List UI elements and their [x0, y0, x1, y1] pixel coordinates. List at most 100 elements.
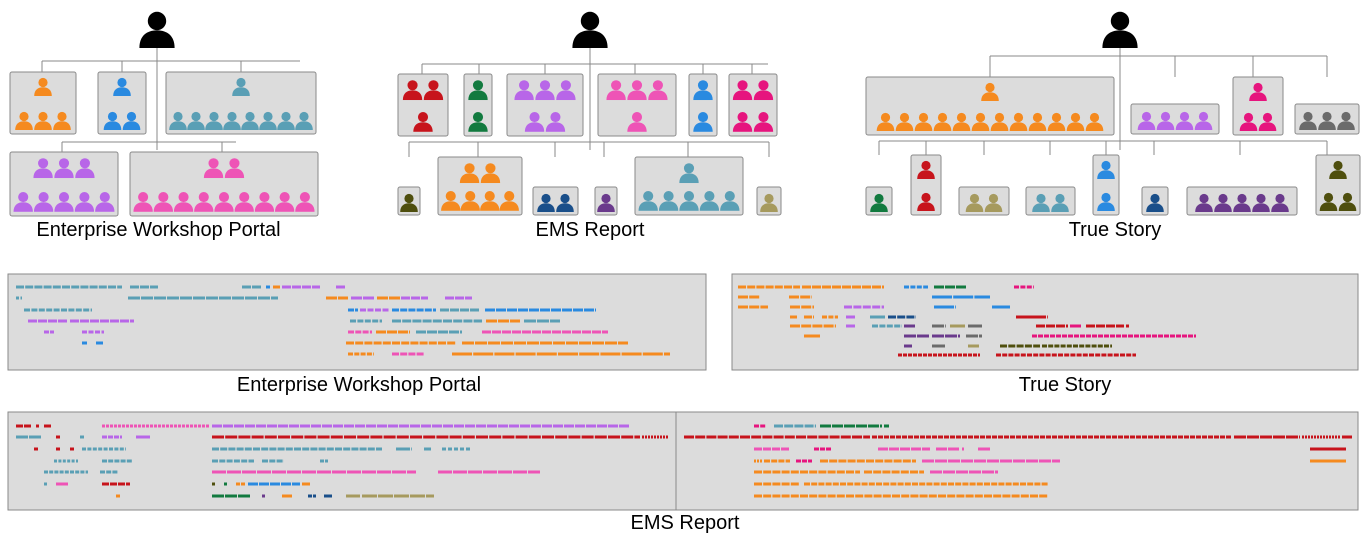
activity-mark: [522, 330, 531, 334]
activity-mark: [790, 315, 797, 319]
activity-mark: [917, 334, 929, 338]
activity-mark: [1094, 435, 1099, 439]
activity-mark: [453, 470, 467, 474]
activity-mark: [827, 470, 836, 474]
activity-mark: [108, 459, 114, 463]
activity-mark: [1172, 435, 1177, 439]
activity-mark: [1027, 482, 1034, 486]
activity-mark: [360, 308, 366, 312]
team-box: [463, 73, 493, 137]
activity-mark: [872, 305, 881, 309]
activity-mark: [862, 305, 871, 309]
activity-mark: [43, 285, 52, 289]
activity-mark: [932, 295, 952, 299]
activity-mark: [884, 424, 889, 428]
activity-mark: [575, 424, 585, 428]
activity-mark: [87, 447, 92, 451]
activity-mark: [834, 324, 836, 328]
activity-mark: [49, 470, 54, 474]
activity-mark: [335, 447, 342, 451]
activity-mark: [910, 470, 918, 474]
activity-mark: [880, 424, 882, 428]
activity-mark: [244, 447, 252, 451]
activity-mark: [642, 352, 663, 356]
activity-mark: [269, 459, 276, 463]
activity-mark: [409, 330, 410, 334]
activity-mark: [572, 330, 581, 334]
activity-mark: [110, 424, 113, 428]
activity-mark: [348, 330, 354, 334]
activity-mark: [36, 424, 39, 428]
activity-mark: [238, 494, 250, 498]
activity-mark: [44, 482, 47, 486]
activity-mark: [772, 494, 781, 498]
activity-mark: [67, 459, 71, 463]
activity-mark: [387, 330, 397, 334]
activity-mark: [553, 424, 563, 428]
activity-mark: [364, 319, 371, 323]
activity-mark: [883, 482, 890, 486]
activity-mark: [974, 494, 983, 498]
activity-mark: [920, 435, 925, 439]
activity-mark: [1074, 334, 1079, 338]
activity-mark: [1014, 285, 1019, 289]
activity-mark: [76, 459, 78, 463]
activity-mark: [903, 353, 907, 357]
activity-mark: [856, 459, 865, 463]
activity-mark: [790, 305, 800, 309]
activity-mark: [870, 315, 885, 319]
activity-mark: [50, 330, 54, 334]
activity-mark: [822, 315, 827, 319]
activity-mark: [470, 308, 479, 312]
activity-mark: [738, 285, 746, 289]
activity-mark: [1086, 324, 1095, 328]
activity-mark: [270, 482, 280, 486]
activity-mark: [487, 424, 497, 428]
activity-mark: [853, 305, 862, 309]
activity-mark: [958, 334, 960, 338]
activity-mark: [1080, 334, 1085, 338]
activity-mark: [1220, 435, 1225, 439]
activity-mark: [844, 305, 852, 309]
activity-mark: [438, 341, 446, 345]
activity-mark: [106, 470, 112, 474]
activity-mark: [1116, 334, 1121, 338]
activity-mark: [1070, 324, 1081, 328]
activity-mark: [212, 470, 226, 474]
activity-mark: [410, 424, 420, 428]
activity-mark: [747, 285, 756, 289]
activity-mark: [922, 459, 934, 463]
activity-mark: [802, 459, 807, 463]
activity-mark: [312, 285, 320, 289]
activity-mark: [1273, 435, 1285, 439]
activity-mark: [1308, 435, 1310, 439]
activity-mark: [443, 319, 452, 323]
activity-mark: [220, 447, 228, 451]
activity-mark: [918, 353, 922, 357]
activity-mark: [1214, 435, 1219, 439]
activity-mark: [790, 324, 800, 328]
activity-mark: [908, 353, 912, 357]
activity-mark: [202, 424, 205, 428]
activity-mark: [882, 470, 891, 474]
activity-mark: [126, 459, 132, 463]
activity-mark: [264, 435, 277, 439]
activity-mark: [324, 494, 332, 498]
activity-mark: [460, 308, 469, 312]
activity-mark: [551, 308, 561, 312]
activity-mark: [1064, 435, 1069, 439]
activity-mark: [103, 447, 108, 451]
activity-mark: [212, 424, 222, 428]
activity-mark: [855, 470, 860, 474]
activity-mark: [948, 482, 954, 486]
activity-mark: [862, 285, 871, 289]
activity-mark: [16, 296, 19, 300]
activity-mark: [369, 330, 372, 334]
activity-mark: [979, 334, 982, 338]
activity-mark: [1033, 353, 1039, 357]
activity-mark: [501, 341, 513, 345]
activity-mark: [717, 435, 728, 439]
activity-mark: [794, 424, 804, 428]
activity-mark: [465, 296, 472, 300]
activity-mark: [272, 470, 286, 474]
